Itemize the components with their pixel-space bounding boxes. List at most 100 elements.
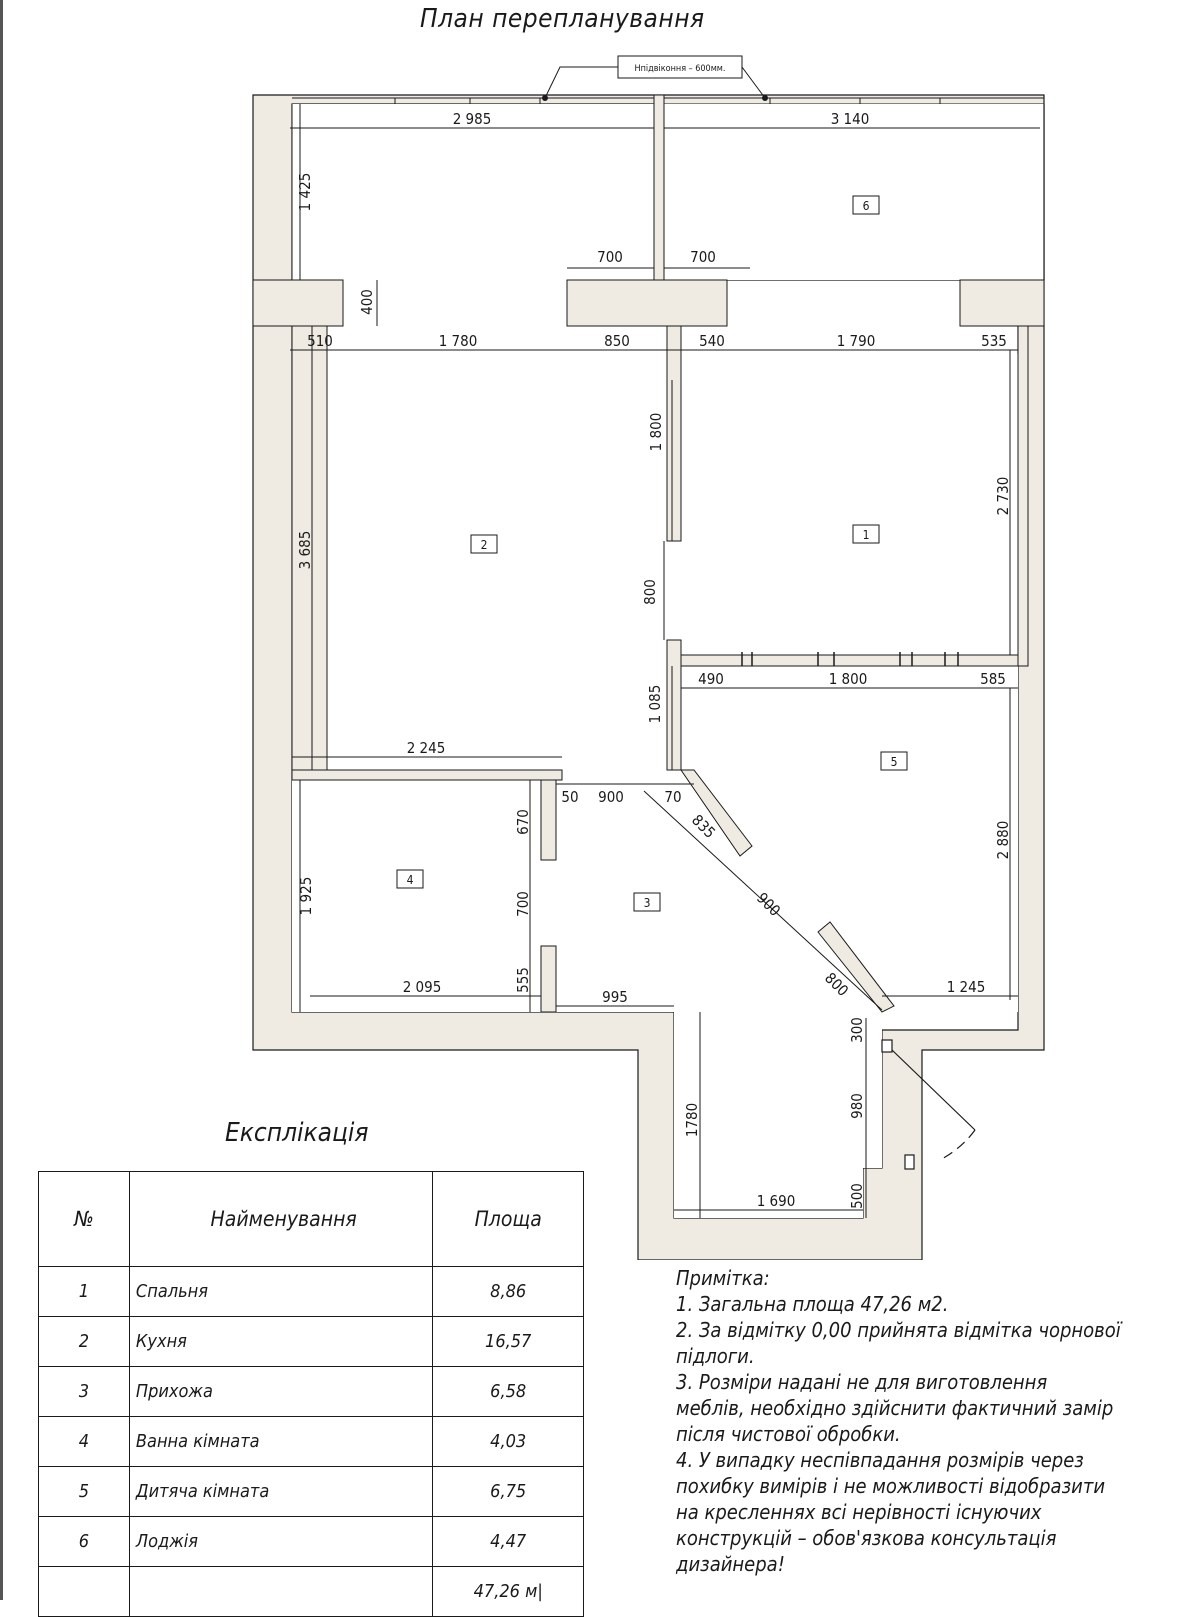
- dim-500: 500: [848, 1183, 866, 1209]
- entrance-door: [881, 1039, 976, 1170]
- wall-kitchen-bathroom: [291, 769, 563, 781]
- wall-bathroom-hall-lower: [540, 945, 557, 1013]
- partition-marks: [741, 652, 959, 666]
- pier-center: [566, 279, 728, 327]
- row-name: Прихожа: [128, 1366, 434, 1417]
- room-number-1: 1: [863, 528, 870, 542]
- note-line: після чистової обробки.: [676, 1422, 901, 1446]
- dim-2730: 2 730: [994, 477, 1012, 516]
- wall-kitchen-bedroom-upper: [666, 325, 682, 542]
- wall-diagonal-lower: [817, 921, 895, 1013]
- dim-2880: 2 880: [994, 821, 1012, 860]
- notes-block: Примітка: 1. Загальна площа 47,26 м2. 2.…: [676, 1265, 1196, 1577]
- row-number: 5: [38, 1466, 130, 1517]
- notes-title: Примітка:: [676, 1266, 770, 1290]
- note-line: похибку вимірів і не можливості відобраз…: [676, 1474, 1106, 1498]
- dim-980: 980: [848, 1093, 866, 1119]
- row-name: Ванна кімната: [128, 1416, 434, 1467]
- room-labels: 6 2 1 5 4 3: [396, 195, 908, 912]
- dim-70: 70: [664, 788, 681, 806]
- note-line: 1. Загальна площа 47,26 м2.: [676, 1292, 949, 1316]
- dimension-lines: [290, 104, 1040, 1218]
- row-area: 4,47: [432, 1516, 584, 1567]
- dim-540: 540: [699, 332, 725, 350]
- dim-510: 510: [307, 332, 333, 350]
- room-number-5: 5: [891, 755, 898, 769]
- explication-table: № Найменування Площа 1 Спальня 8,86 2 Ку…: [38, 1171, 584, 1617]
- dim-1800-vert: 1 800: [647, 413, 665, 452]
- bedroom-right-wall: [1017, 325, 1029, 667]
- wall-bedroom-nursery: [680, 654, 1019, 667]
- note-line: на кресленнях всі нерівності існуючих: [676, 1500, 1042, 1524]
- total-empty-cell: [128, 1566, 434, 1617]
- table-row: 1 Спальня 8,86: [38, 1266, 584, 1317]
- dim-800-door: 800: [641, 579, 659, 605]
- row-number: 2: [38, 1316, 130, 1367]
- dim-1790: 1 790: [837, 332, 876, 350]
- note-line: дизайнера!: [676, 1552, 785, 1576]
- loggia-left-floor: [292, 104, 654, 280]
- row-name: Дитяча кімната: [128, 1466, 434, 1517]
- pier-left: [252, 279, 344, 327]
- dim-1085: 1 085: [646, 685, 664, 724]
- note-line: конструкцій – обов'язкова консультація: [676, 1526, 1057, 1550]
- row-area: 6,58: [432, 1366, 584, 1417]
- note-line: 3. Розміри надані не для виготовлення: [676, 1370, 1048, 1394]
- sill-height-callout: Hпідвіконня – 600мм.: [542, 55, 768, 101]
- floor-plan-drawing: 6 2 1 5 4 3 Hпідвіконня – 600мм.: [252, 55, 1045, 1260]
- loggia-right-floor: [664, 104, 1044, 280]
- dim-850: 850: [604, 332, 630, 350]
- table-row: 5 Дитяча кімната 6,75: [38, 1466, 584, 1517]
- plan-title: План перепланування: [420, 4, 705, 34]
- wall-kitchen-bedroom-lower: [666, 639, 682, 771]
- dim-2985: 2 985: [453, 110, 492, 128]
- table-row: 6 Лоджія 4,47: [38, 1516, 584, 1567]
- note-line: підлоги.: [676, 1344, 755, 1368]
- dim-50: 50: [561, 788, 578, 806]
- row-number: 3: [38, 1366, 130, 1417]
- dim-1925: 1 925: [297, 877, 315, 916]
- dim-700-left: 700: [597, 248, 623, 266]
- row-area: 16,57: [432, 1316, 584, 1367]
- dim-2095: 2 095: [403, 978, 442, 996]
- dim-585: 585: [980, 670, 1006, 688]
- total-area: 47,26 м|: [432, 1566, 584, 1617]
- dim-1425: 1 425: [296, 173, 314, 212]
- row-name: Спальня: [128, 1266, 434, 1317]
- row-number: 6: [38, 1516, 130, 1567]
- loggia-divider-wall: [653, 94, 665, 281]
- dim-555: 555: [514, 967, 532, 993]
- room-number-3: 3: [644, 896, 651, 910]
- table-row: 3 Прихожа 6,58: [38, 1366, 584, 1417]
- sheet-border: [0, 0, 3, 1600]
- row-area: 4,03: [432, 1416, 584, 1467]
- dim-2245: 2 245: [407, 739, 446, 757]
- row-number: 4: [38, 1416, 130, 1467]
- dim-1690: 1 690: [757, 1192, 796, 1210]
- dim-1245: 1 245: [947, 978, 986, 996]
- table-row: 4 Ванна кімната 4,03: [38, 1416, 584, 1467]
- rooms-interior-floor: [292, 354, 1018, 1218]
- dim-3685: 3 685: [296, 531, 314, 570]
- dim-1780-vert: 1780: [683, 1103, 701, 1137]
- note-line: меблів, необхідно здійснити фактичний за…: [676, 1396, 1114, 1420]
- header-number: №: [38, 1171, 130, 1267]
- wall-diagonal-upper: [680, 769, 753, 857]
- row-number: 1: [38, 1266, 130, 1317]
- table-total-row: 47,26 м|: [38, 1566, 584, 1617]
- dim-400: 400: [358, 289, 376, 315]
- room-number-4: 4: [407, 873, 414, 887]
- pier-right: [959, 279, 1045, 327]
- room-number-2: 2: [481, 538, 488, 552]
- row-area: 6,75: [432, 1466, 584, 1517]
- dim-700-right: 700: [690, 248, 716, 266]
- dim-995: 995: [602, 988, 628, 1006]
- header-area: Площа: [432, 1171, 584, 1267]
- dim-3140: 3 140: [831, 110, 870, 128]
- room-number-6: 6: [863, 199, 870, 213]
- dim-490: 490: [698, 670, 724, 688]
- row-name: Лоджія: [128, 1516, 434, 1567]
- sill-height-label: Hпідвіконня – 600мм.: [635, 64, 726, 74]
- dim-700-vert: 700: [514, 891, 532, 917]
